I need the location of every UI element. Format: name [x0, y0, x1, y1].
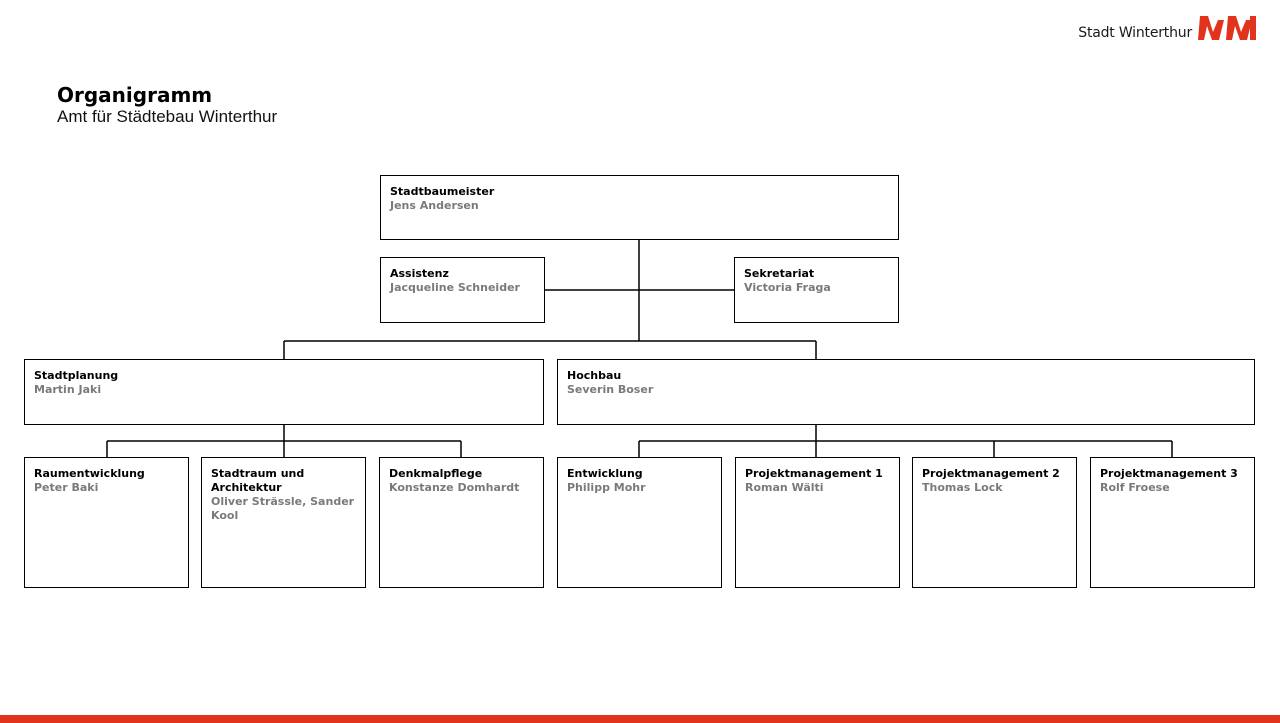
org-box-person: Peter Baki	[34, 481, 99, 494]
org-box-projektmanagement-1: Projektmanagement 1 Roman Wälti	[735, 457, 900, 588]
org-box-person: Roman Wälti	[745, 481, 824, 494]
org-box-denkmalpflege: Denkmalpflege Konstanze Domhardt	[379, 457, 544, 588]
org-box-stadtplanung: Stadtplanung Martin Jaki	[24, 359, 544, 425]
org-box-role: Assistenz	[390, 267, 449, 280]
org-box-role: Raumentwicklung	[34, 467, 145, 480]
title-block: Organigramm Amt für Städtebau Winterthur	[57, 83, 277, 127]
winterthur-lions-logo-icon	[1198, 16, 1256, 40]
org-box-stadtbaumeister: Stadtbaumeister Jens Andersen	[380, 175, 899, 240]
org-box-person: Martin Jaki	[34, 383, 102, 396]
org-box-role: Sekretariat	[744, 267, 815, 280]
org-box-role: Denkmalpflege	[389, 467, 483, 480]
page-subtitle: Amt für Städtebau Winterthur	[57, 107, 278, 126]
org-box-person: Rolf Froese	[1100, 481, 1170, 494]
org-box-stadtraum-und-architektur: Stadtraum und Architektur Oliver Strässl…	[201, 457, 366, 588]
org-box-role: Projektmanagement 1	[745, 467, 883, 480]
org-box-person: Thomas Lock	[922, 481, 1003, 494]
org-box-sekretariat: Sekretariat Victoria Fraga	[734, 257, 899, 323]
org-box-person: Oliver Strässle, Sander Kool	[211, 495, 355, 522]
org-box-role: Projektmanagement 3	[1100, 467, 1238, 480]
org-box-person: Jens Andersen	[390, 199, 479, 212]
page-title: Organigramm	[57, 83, 213, 107]
org-box-person: Victoria Fraga	[744, 281, 831, 294]
org-box-role: Projektmanagement 2	[922, 467, 1060, 480]
org-box-person: Jacqueline Schneider	[390, 281, 520, 294]
org-box-entwicklung: Entwicklung Philipp Mohr	[557, 457, 722, 588]
brand: Stadt Winterthur	[1078, 14, 1256, 42]
org-box-person: Konstanze Domhardt	[389, 481, 520, 494]
brand-name: Stadt Winterthur	[1078, 25, 1192, 41]
org-box-person: Severin Boser	[567, 383, 654, 396]
org-box-assistenz: Assistenz Jacqueline Schneider	[380, 257, 545, 323]
org-box-person: Philipp Mohr	[567, 481, 646, 494]
org-box-role: Stadtbaumeister	[390, 185, 495, 198]
org-box-role: Entwicklung	[567, 467, 643, 480]
org-box-hochbau: Hochbau Severin Boser	[557, 359, 1255, 425]
org-box-projektmanagement-3: Projektmanagement 3 Rolf Froese	[1090, 457, 1255, 588]
org-box-role: Hochbau	[567, 369, 622, 382]
org-box-raumentwicklung: Raumentwicklung Peter Baki	[24, 457, 189, 588]
org-box-role: Stadtplanung	[34, 369, 119, 382]
org-box-projektmanagement-2: Projektmanagement 2 Thomas Lock	[912, 457, 1077, 588]
bottom-accent-bar	[0, 715, 1280, 723]
org-box-role: Stadtraum und Architektur	[211, 467, 305, 494]
